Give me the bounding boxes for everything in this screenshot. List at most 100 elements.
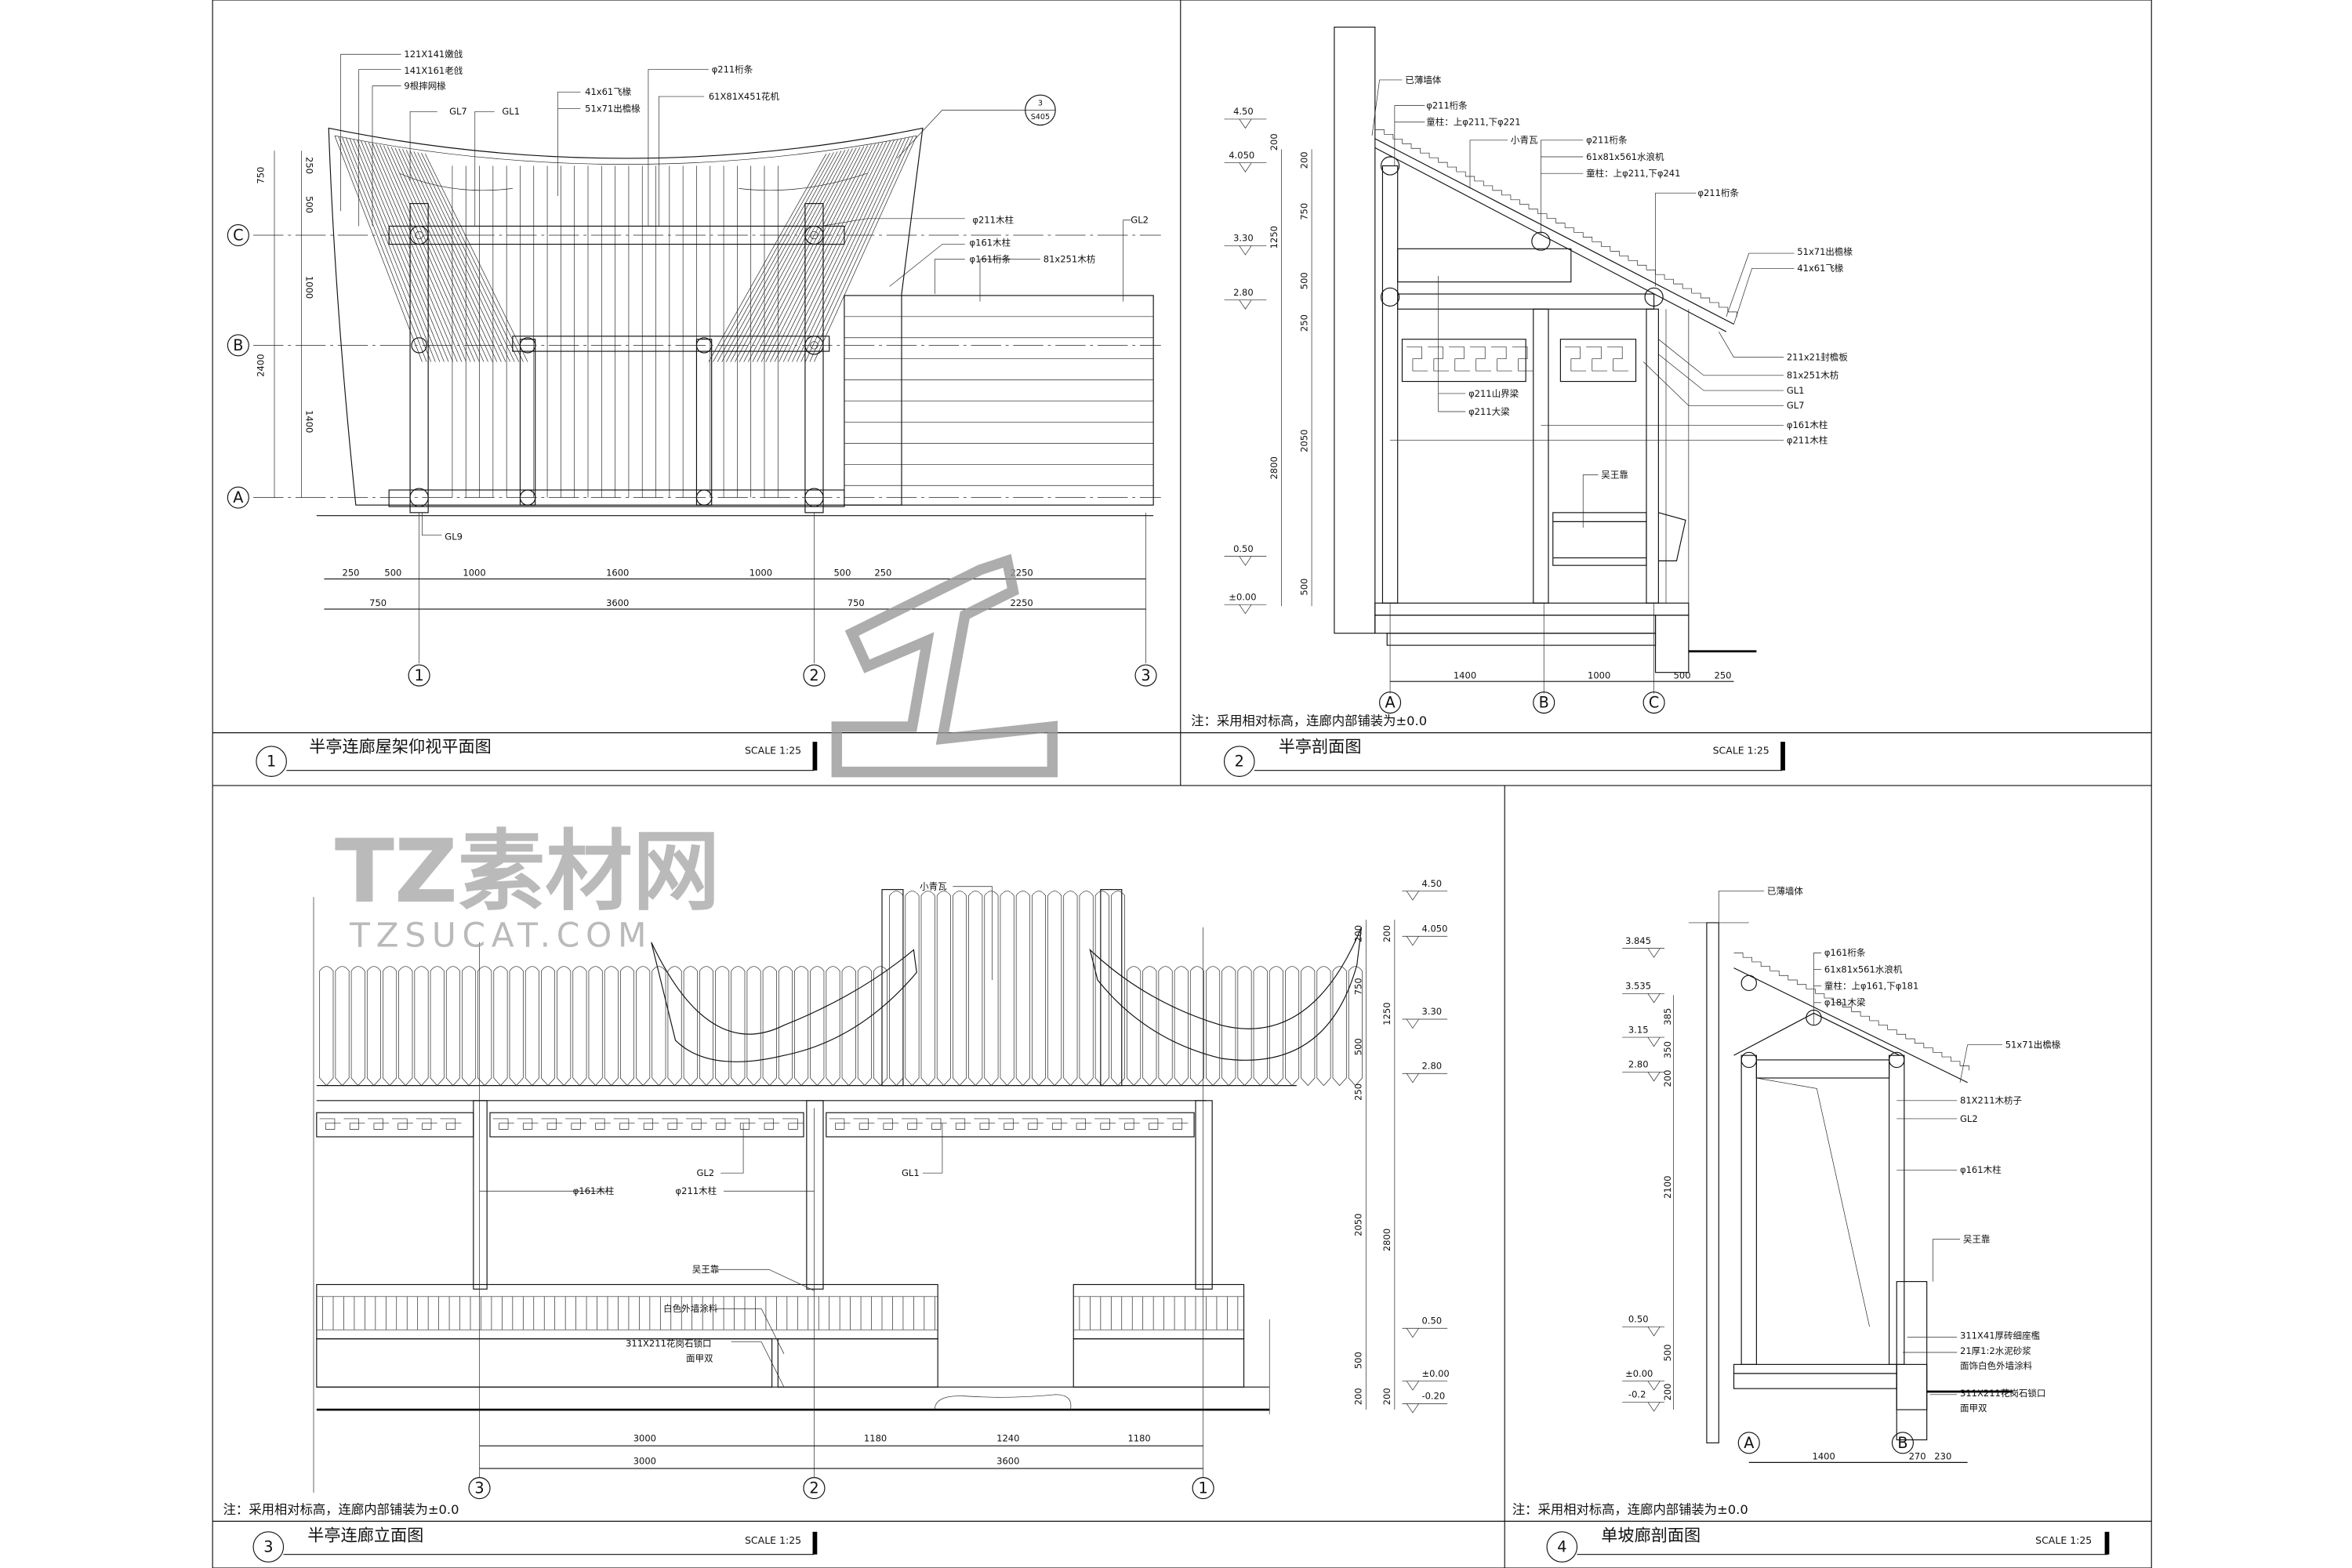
svg-text:面甲双: 面甲双 [686, 1353, 713, 1364]
svg-text:C: C [1649, 694, 1659, 712]
roof-tile [319, 966, 334, 1087]
lattice-pattern [734, 1118, 756, 1130]
svg-text:2100: 2100 [1662, 1176, 1673, 1199]
corridor-roof [844, 295, 1154, 506]
svg-text:500: 500 [303, 196, 314, 213]
dims-left: 385 350 200 2100 500 200 [1662, 1008, 1673, 1401]
grid-lines [313, 897, 1270, 1493]
svg-text:200: 200 [1662, 1070, 1673, 1087]
rafter [743, 147, 857, 362]
svg-text:1: 1 [267, 753, 276, 771]
svg-text:500: 500 [384, 568, 401, 579]
beam-b [512, 336, 830, 352]
svg-text:9根摔网椽: 9根摔网椽 [404, 80, 446, 91]
rafter [765, 143, 876, 362]
dims-inner: 200 750 500 250 2050 500 200 [1353, 925, 1364, 1405]
svg-text:121X141嫩戗: 121X141嫩戗 [404, 49, 463, 60]
svg-text:B: B [1897, 1434, 1907, 1452]
svg-text:211x21封檐板: 211x21封檐板 [1787, 352, 1848, 363]
rafter [421, 153, 524, 362]
roof-tile [1110, 891, 1125, 1087]
svg-text:4.050: 4.050 [1229, 150, 1254, 161]
svg-text:φ161桁条: φ161桁条 [970, 254, 1011, 265]
svg-text:B: B [1539, 694, 1549, 712]
roof-tile [905, 891, 920, 1087]
panel-1-roof-plan: C B A 1 2 3 250 500 1000 1600 1000 500 2… [227, 49, 1161, 777]
roof-tile [1094, 891, 1109, 1087]
panel-3-elevation: 3000 1180 1240 1180 3000 3600 3 2 1 4.50… [223, 878, 1450, 1563]
roof-tile [826, 966, 840, 1087]
svg-text:φ211山界梁: φ211山界梁 [1468, 388, 1519, 399]
lattice-frame [826, 1112, 1195, 1138]
lattice-pattern [1046, 1118, 1068, 1130]
svg-text:230: 230 [1934, 1451, 1951, 1462]
svg-text:1: 1 [1198, 1479, 1207, 1497]
roof-tile [1332, 966, 1347, 1087]
columns [1740, 1054, 1905, 1365]
svg-text:500: 500 [1662, 1345, 1673, 1362]
svg-text:61x81x561水浪机: 61x81x561水浪机 [1824, 964, 1903, 975]
svg-text:1250: 1250 [1269, 226, 1279, 249]
svg-text:SCALE 1:25: SCALE 1:25 [745, 745, 801, 757]
roof-tile [1189, 966, 1204, 1087]
grid-bubble-c: C [1642, 691, 1665, 714]
svg-text:200: 200 [1381, 1388, 1392, 1405]
roof-tile [667, 966, 682, 1087]
svg-text:311X211花岗石锁口: 311X211花岗石锁口 [1960, 1388, 2045, 1399]
rafter [338, 136, 427, 362]
grid-bubble-1: 1 [408, 664, 430, 687]
svg-text:1000: 1000 [303, 276, 314, 299]
svg-text:吴王靠: 吴王靠 [1601, 470, 1628, 481]
detail-reference-bubble: 3 S405 [1025, 94, 1056, 126]
roof-tile [430, 966, 445, 1087]
svg-text:GL1: GL1 [502, 106, 520, 117]
roof-tile [1253, 966, 1268, 1087]
svg-text:2800: 2800 [1381, 1229, 1392, 1251]
svg-text:2: 2 [809, 1479, 818, 1497]
roof-tile [699, 966, 713, 1087]
svg-text:S405: S405 [1031, 113, 1050, 122]
roof-tile [620, 966, 634, 1087]
svg-text:3600: 3600 [996, 1455, 1019, 1466]
svg-text:2: 2 [809, 666, 818, 684]
svg-text:1240: 1240 [996, 1432, 1019, 1443]
rafter [708, 153, 827, 362]
rafter [383, 145, 480, 362]
lattice-pattern [902, 1118, 923, 1130]
svg-text:3600: 3600 [606, 597, 629, 608]
svg-text:φ211木柱: φ211木柱 [676, 1185, 717, 1196]
svg-text:51x71出檐椽: 51x71出檐椽 [585, 103, 641, 114]
roof-tile [1206, 966, 1221, 1087]
rafter [409, 151, 510, 362]
right-eave-curve [1089, 927, 1363, 1061]
rafter [346, 137, 436, 362]
svg-text:±0.00: ±0.00 [1421, 1368, 1449, 1379]
lattice-pattern [877, 1118, 899, 1130]
grid-bubble-a: A [227, 486, 249, 509]
svg-text:500: 500 [1298, 579, 1309, 596]
sheet-frame [212, 0, 2152, 1568]
roof-tiles [1374, 129, 1737, 317]
wall [1706, 922, 1719, 1443]
svg-text:200: 200 [1269, 133, 1279, 151]
roof-tile [572, 966, 587, 1087]
svg-text:0.50: 0.50 [1233, 543, 1254, 554]
lattice-pattern [416, 1118, 437, 1130]
svg-text:童柱：上φ211,下φ221: 童柱：上φ211,下φ221 [1426, 117, 1520, 128]
dims-row-1: 3000 1180 1240 1180 [633, 1432, 1151, 1443]
watermark-logo [831, 554, 1058, 778]
svg-text:1000: 1000 [750, 568, 772, 579]
dims-row-2: 750 3600 750 2250 [369, 597, 1033, 608]
rafter [398, 148, 498, 362]
rafter [787, 140, 895, 362]
svg-text:81X211木枋子: 81X211木枋子 [1960, 1095, 2022, 1106]
svg-text:4: 4 [1557, 1538, 1566, 1556]
grid-bubble-2: 2 [803, 1477, 826, 1500]
svg-text:2.80: 2.80 [1628, 1059, 1649, 1070]
svg-text:51x71出檐椽: 51x71出檐椽 [1797, 246, 1853, 257]
lattice-frame [1559, 339, 1637, 383]
vertical-dim-lines [1281, 149, 1312, 607]
lattice-pattern [1470, 346, 1491, 372]
svg-text:4.50: 4.50 [1421, 878, 1442, 889]
roof-tile [953, 891, 967, 1087]
